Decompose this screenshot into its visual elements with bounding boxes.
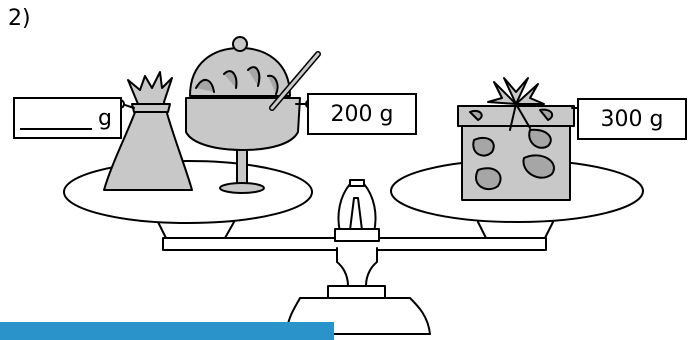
- right-pan-support: [478, 222, 553, 238]
- problem-number: 2): [8, 6, 31, 31]
- lid-knob: [233, 37, 247, 51]
- left-weight-unit: g: [98, 106, 112, 131]
- footer-accent-bar: [0, 322, 334, 340]
- scale-collar: [328, 286, 385, 298]
- left-pan: [64, 161, 312, 223]
- gift-weight-tag: 300 g: [577, 98, 687, 140]
- left-weight-tag: g: [13, 97, 122, 139]
- dessert-bowl: [186, 98, 300, 150]
- bowl-weight-label: 200 g: [331, 102, 394, 127]
- bowl-foot: [220, 183, 264, 193]
- scale-post: [337, 248, 377, 286]
- answer-blank[interactable]: [20, 106, 92, 130]
- gift-box-body: [462, 124, 570, 200]
- bowl-stem: [237, 150, 247, 184]
- bowl-weight-tag: 200 g: [307, 93, 417, 135]
- gift-weight-label: 300 g: [601, 107, 664, 132]
- left-pan-support: [158, 222, 234, 238]
